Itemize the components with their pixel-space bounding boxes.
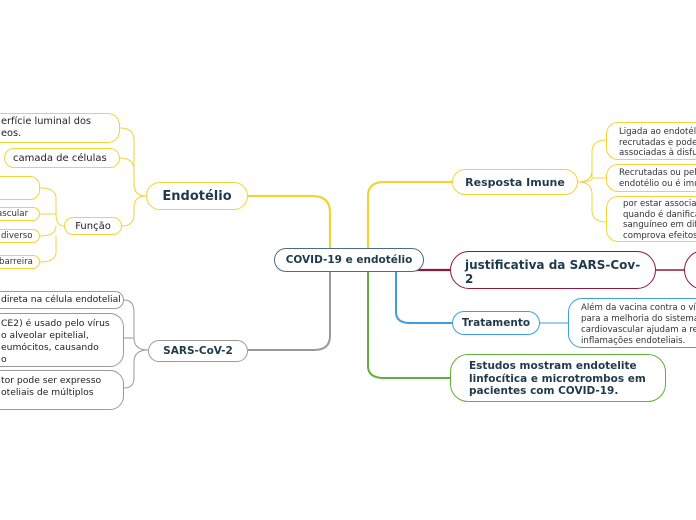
- sars-item-1[interactable]: direta na célula endotelial: [0, 291, 124, 309]
- topic-justificativa-line2: 2: [465, 272, 474, 286]
- topic-resposta-imune-label: Resposta Imune: [465, 175, 565, 189]
- subtopic-superficie[interactable]: erfície luminal dos eos.: [0, 113, 120, 143]
- funcao-item-4[interactable]: barreira: [0, 255, 40, 269]
- sars-item-3[interactable]: tor pode ser expresso oteliais de múltip…: [0, 370, 124, 410]
- link-root-tratamento: [395, 270, 452, 324]
- funcao-item-2[interactable]: ascular: [0, 207, 40, 221]
- link-root-estudos: [367, 260, 450, 379]
- funcao-item-1[interactable]: [0, 176, 40, 200]
- resposta-item-3[interactable]: por estar associad quando é danificad sa…: [606, 196, 696, 242]
- funcao-item-3[interactable]: diverso: [0, 229, 40, 243]
- topic-endotelio[interactable]: Endotélio: [146, 182, 248, 210]
- topic-sars-cov-2[interactable]: SARS-CoV-2: [148, 340, 248, 362]
- topic-tratamento-label: Tratamento: [461, 317, 531, 329]
- subtopic-superficie-line1: erfície luminal dos: [1, 116, 92, 127]
- link-funcao-items: [39, 187, 65, 263]
- subtopic-camada[interactable]: camada de células: [4, 148, 120, 168]
- topic-tratamento[interactable]: Tratamento: [452, 311, 540, 335]
- central-topic[interactable]: COVID-19 e endotélio: [274, 248, 424, 272]
- topic-resposta-imune[interactable]: Resposta Imune: [452, 169, 578, 195]
- central-topic-label: COVID-19 e endotélio: [285, 254, 413, 266]
- subtopic-superficie-line2: eos.: [1, 128, 22, 139]
- resposta-item-2[interactable]: Recrutadas ou pela endotélio ou é imun: [606, 164, 696, 192]
- topic-justificativa[interactable]: justificativa da SARS-Cov- 2: [450, 251, 656, 289]
- link-endotelio-funcao: [121, 195, 147, 227]
- tratamento-detail[interactable]: Além da vacina contra o vír para a melho…: [568, 298, 696, 348]
- link-root-sars: [248, 260, 331, 351]
- topic-sars-cov-2-label: SARS-CoV-2: [163, 345, 233, 357]
- link-resposta-items: [577, 139, 607, 223]
- sars-item-2[interactable]: CE2) é usado pelo vírus o alveolar epite…: [0, 313, 124, 367]
- link-endotelio-superficie: [119, 127, 147, 197]
- topic-estudos[interactable]: Estudos mostram endotelite linfocítica e…: [450, 354, 666, 402]
- subtopic-camada-label: camada de células: [13, 152, 107, 164]
- resposta-item-1[interactable]: Ligada ao endotélio recrutadas e podem a…: [606, 122, 696, 160]
- subtopic-funcao[interactable]: Função: [64, 217, 122, 235]
- link-endotelio-camada: [119, 157, 147, 197]
- topic-justificativa-line1: justificativa da SARS-Cov-: [465, 258, 641, 272]
- topic-endotelio-label: Endotélio: [162, 188, 232, 204]
- link-sars-items: [123, 299, 149, 389]
- subtopic-funcao-label: Função: [75, 220, 111, 232]
